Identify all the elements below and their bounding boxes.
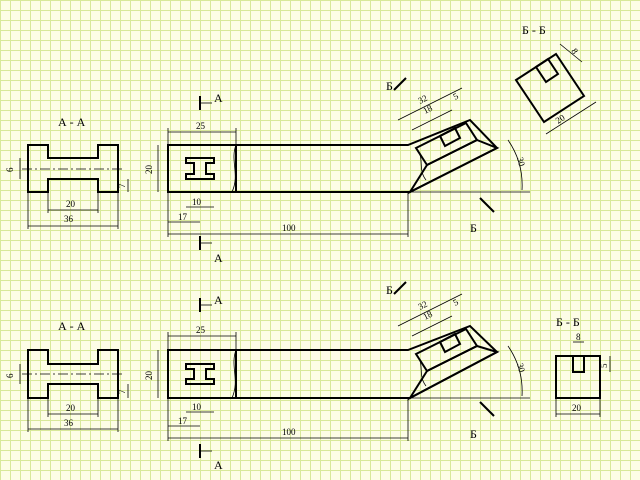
upper-inclined-break xyxy=(417,149,427,181)
lower-bar-outline xyxy=(236,324,499,399)
upper-main-view: А А 25 20 10 17 100 32 18 5 xyxy=(144,77,530,265)
upper-section-b-b-slot xyxy=(534,57,560,84)
upper-inclined-hatch xyxy=(407,138,500,195)
upper-view: А - А 6 7 20 36 xyxy=(5,23,597,265)
upper-dim-6: 6 xyxy=(5,167,15,172)
lower-dim-32: 32 xyxy=(416,299,429,312)
lower-break-cavity xyxy=(185,363,215,385)
lower-dim-5: 5 xyxy=(451,297,460,308)
lower-cut-a-bottom-label: А xyxy=(214,458,223,472)
upper-section-b-b-profile xyxy=(514,52,586,124)
upper-cut-b-top-label: Б xyxy=(386,79,393,93)
lower-dim-6: 6 xyxy=(5,373,15,378)
upper-dim-32-line xyxy=(397,87,463,121)
upper-section-a-a-profile xyxy=(27,144,119,193)
upper-b-dim-8: 8 xyxy=(569,46,580,56)
upper-section-a-a-title: А - А xyxy=(58,115,86,129)
upper-b-dim-20-line xyxy=(545,101,597,135)
lower-dim-10: 10 xyxy=(192,402,202,412)
upper-section-b-b: Б - Б 8 20 xyxy=(514,23,597,135)
upper-break-section xyxy=(167,144,237,193)
lower-dim-20: 20 xyxy=(66,403,76,413)
upper-dim-17: 17 xyxy=(178,212,188,222)
upper-dim-18-line xyxy=(411,109,453,131)
upper-dim-20-vert: 20 xyxy=(144,165,154,175)
lower-dim-7: 7 xyxy=(117,389,127,394)
upper-cut-b-bottom-label: Б xyxy=(470,221,477,235)
lower-dim-25: 25 xyxy=(196,325,206,335)
upper-bar-outline xyxy=(236,118,499,193)
lower-inclined-hatch xyxy=(407,344,500,401)
lower-section-b-b-title: Б - Б xyxy=(556,315,580,329)
upper-dim-25: 25 xyxy=(196,121,206,131)
lower-dim-32-line xyxy=(397,293,463,327)
lower-section-a-a-title: А - А xyxy=(58,319,86,333)
upper-cut-b-bottom xyxy=(479,197,495,213)
lower-section-b-b-slot xyxy=(572,355,585,373)
lower-break-section xyxy=(167,349,237,399)
lower-dim-30: 30 xyxy=(515,362,527,374)
lower-cut-a-top-label: А xyxy=(214,293,223,307)
lower-dim-36: 36 xyxy=(64,418,74,428)
lower-section-b-b: Б - Б 8 5 20 xyxy=(555,315,611,417)
upper-dim-100: 100 xyxy=(282,223,296,233)
lower-view: А - А 6 7 20 36 xyxy=(5,281,611,472)
lower-b-dim-5: 5 xyxy=(599,363,609,368)
lower-break-line xyxy=(231,349,237,399)
upper-dim-30: 30 xyxy=(515,156,527,168)
upper-inclined-slot xyxy=(438,126,462,148)
lower-section-a-a: А - А 6 7 20 36 xyxy=(5,319,129,432)
lower-cut-b-top xyxy=(393,281,407,295)
lower-inclined-break xyxy=(417,355,427,387)
upper-cut-a-bottom-label: А xyxy=(214,251,223,265)
upper-cut-b-top xyxy=(393,77,407,91)
upper-dim-5: 5 xyxy=(451,91,460,102)
lower-dim-20-vert: 20 xyxy=(144,371,154,381)
lower-inclined-slot xyxy=(438,332,462,354)
upper-b-dim-8-line xyxy=(559,43,583,63)
lower-section-b-b-profile xyxy=(555,355,601,399)
upper-dim-32: 32 xyxy=(416,93,429,106)
upper-dim-20: 20 xyxy=(66,199,76,209)
lower-cut-b-bottom xyxy=(479,401,495,417)
lower-angle-arc xyxy=(507,345,523,397)
upper-break-cavity xyxy=(185,157,215,180)
upper-section-b-b-title: Б - Б xyxy=(522,23,546,37)
upper-angle-arc xyxy=(507,139,523,191)
upper-dim-36: 36 xyxy=(64,214,74,224)
lower-cut-b-top-label: Б xyxy=(386,283,393,297)
upper-dim-7: 7 xyxy=(117,183,127,188)
upper-cut-a-top-label: А xyxy=(214,91,223,105)
lower-dim-100: 100 xyxy=(282,427,296,437)
lower-dim-18-line xyxy=(411,315,453,337)
upper-break-line xyxy=(231,144,237,193)
upper-section-a-a: А - А 6 7 20 36 xyxy=(5,115,129,229)
upper-dim-10: 10 xyxy=(192,197,202,207)
lower-b-dim-8: 8 xyxy=(576,332,581,342)
lower-main-view: А А 25 20 10 17 100 32 18 5 xyxy=(144,281,530,472)
lower-dim-17: 17 xyxy=(178,416,188,426)
lower-b-dim-20: 20 xyxy=(572,403,582,413)
lower-cut-b-bottom-label: Б xyxy=(470,427,477,441)
